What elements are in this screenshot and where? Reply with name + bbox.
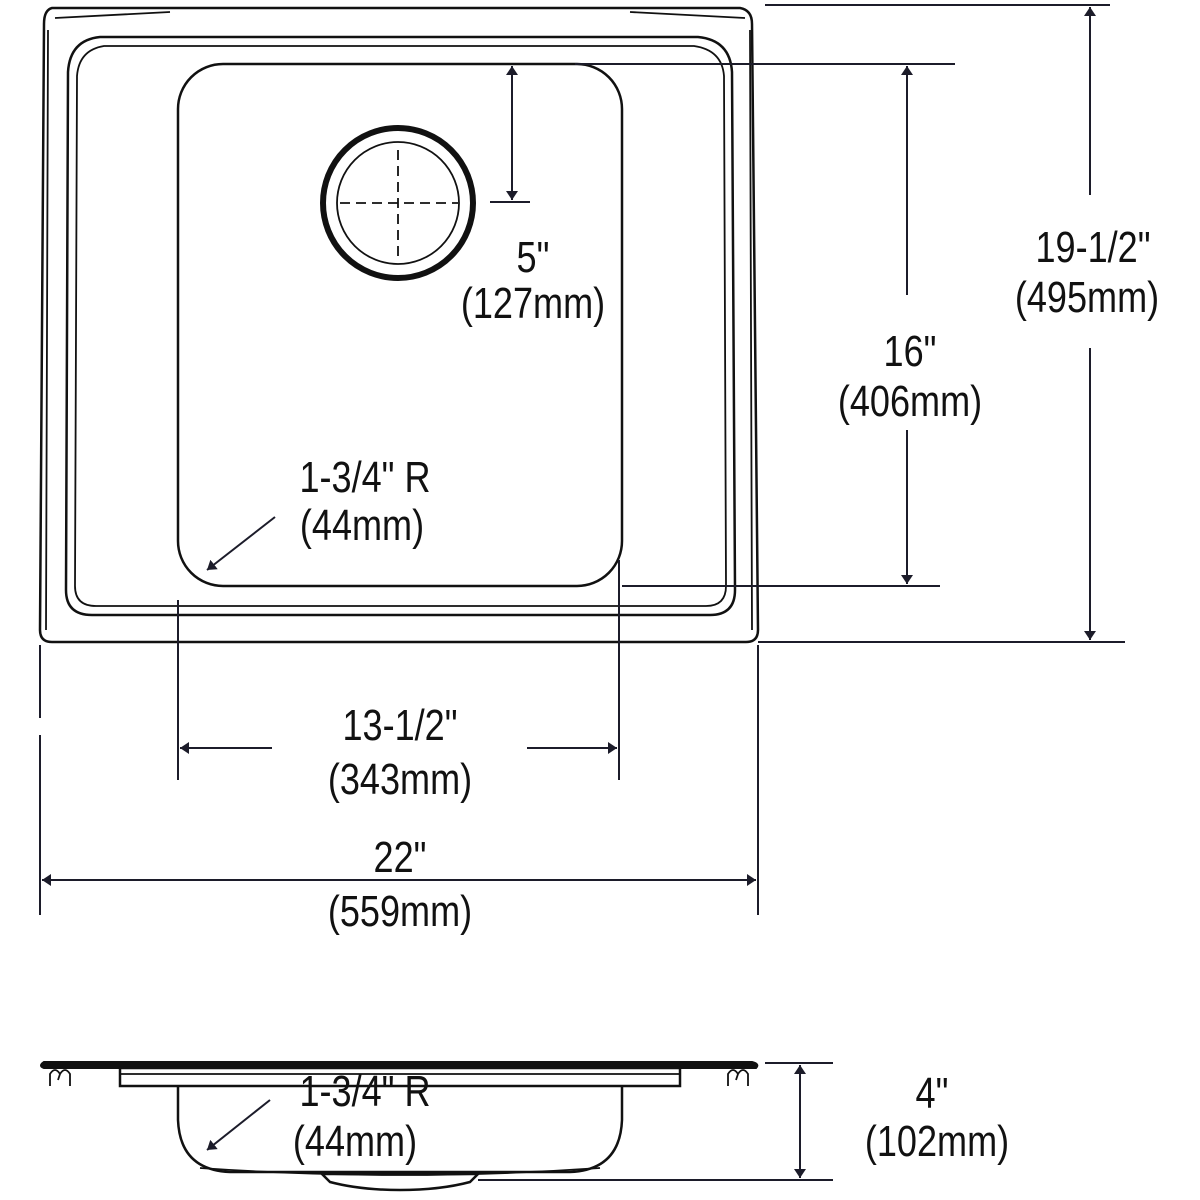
outer-flange bbox=[38, 6, 760, 644]
dimension-drain-offset: 5" (127mm) bbox=[461, 63, 955, 328]
overall-width-imperial: 22" bbox=[374, 833, 427, 882]
drain-offset-imperial: 5" bbox=[517, 233, 550, 282]
dimension-bowl-depth: 4" (102mm) bbox=[478, 1062, 1009, 1181]
bowl-width-metric: (343mm) bbox=[328, 755, 472, 804]
dimension-overall-width: 22" (559mm) bbox=[39, 645, 759, 936]
drain-inner-ring bbox=[336, 141, 460, 265]
sink-top-view bbox=[38, 6, 760, 644]
inner-rim-edge bbox=[74, 45, 727, 607]
overall-width-metric: (559mm) bbox=[328, 887, 472, 936]
dimension-corner-radius-side: 1-3/4" R (44mm) bbox=[206, 1067, 431, 1166]
drain-centerlines bbox=[340, 150, 458, 256]
bowl-depth-metric: (102mm) bbox=[865, 1117, 1009, 1166]
bowl-width-imperial: 13-1/2" bbox=[342, 701, 457, 750]
corner-radius-top-imperial: 1-3/4" R bbox=[299, 453, 430, 502]
side-mounting-rail bbox=[118, 1066, 682, 1088]
side-flange bbox=[40, 1061, 759, 1069]
overall-length-imperial: 19-1/2" bbox=[1035, 223, 1150, 272]
dimension-bowl-width: 13-1/2" (343mm) bbox=[177, 560, 620, 804]
drain-outer-ring bbox=[320, 125, 476, 281]
flange-inner-edge bbox=[45, 11, 753, 631]
right-clip bbox=[727, 1069, 749, 1086]
dimension-corner-radius-top: 1-3/4" R (44mm) bbox=[206, 453, 431, 571]
side-drain bbox=[318, 1172, 482, 1192]
corner-radius-side-metric: (44mm) bbox=[293, 1117, 417, 1166]
dimension-overall-length: 19-1/2" (495mm) bbox=[758, 4, 1159, 643]
corner-radius-top-metric: (44mm) bbox=[300, 501, 424, 550]
bowl-outline bbox=[176, 62, 624, 588]
drain-offset-metric: (127mm) bbox=[461, 279, 605, 328]
bowl-body bbox=[176, 1086, 624, 1174]
left-clip bbox=[49, 1069, 71, 1086]
bowl-length-metric: (406mm) bbox=[838, 377, 982, 426]
bowl-depth-imperial: 4" bbox=[916, 1069, 949, 1118]
dimension-bowl-length: 16" (406mm) bbox=[622, 66, 982, 587]
bowl-length-imperial: 16" bbox=[884, 327, 937, 376]
overall-length-metric: (495mm) bbox=[1015, 273, 1159, 322]
corner-radius-side-imperial: 1-3/4" R bbox=[299, 1067, 430, 1116]
inner-rim bbox=[64, 35, 737, 617]
sink-side-view bbox=[40, 1061, 759, 1192]
